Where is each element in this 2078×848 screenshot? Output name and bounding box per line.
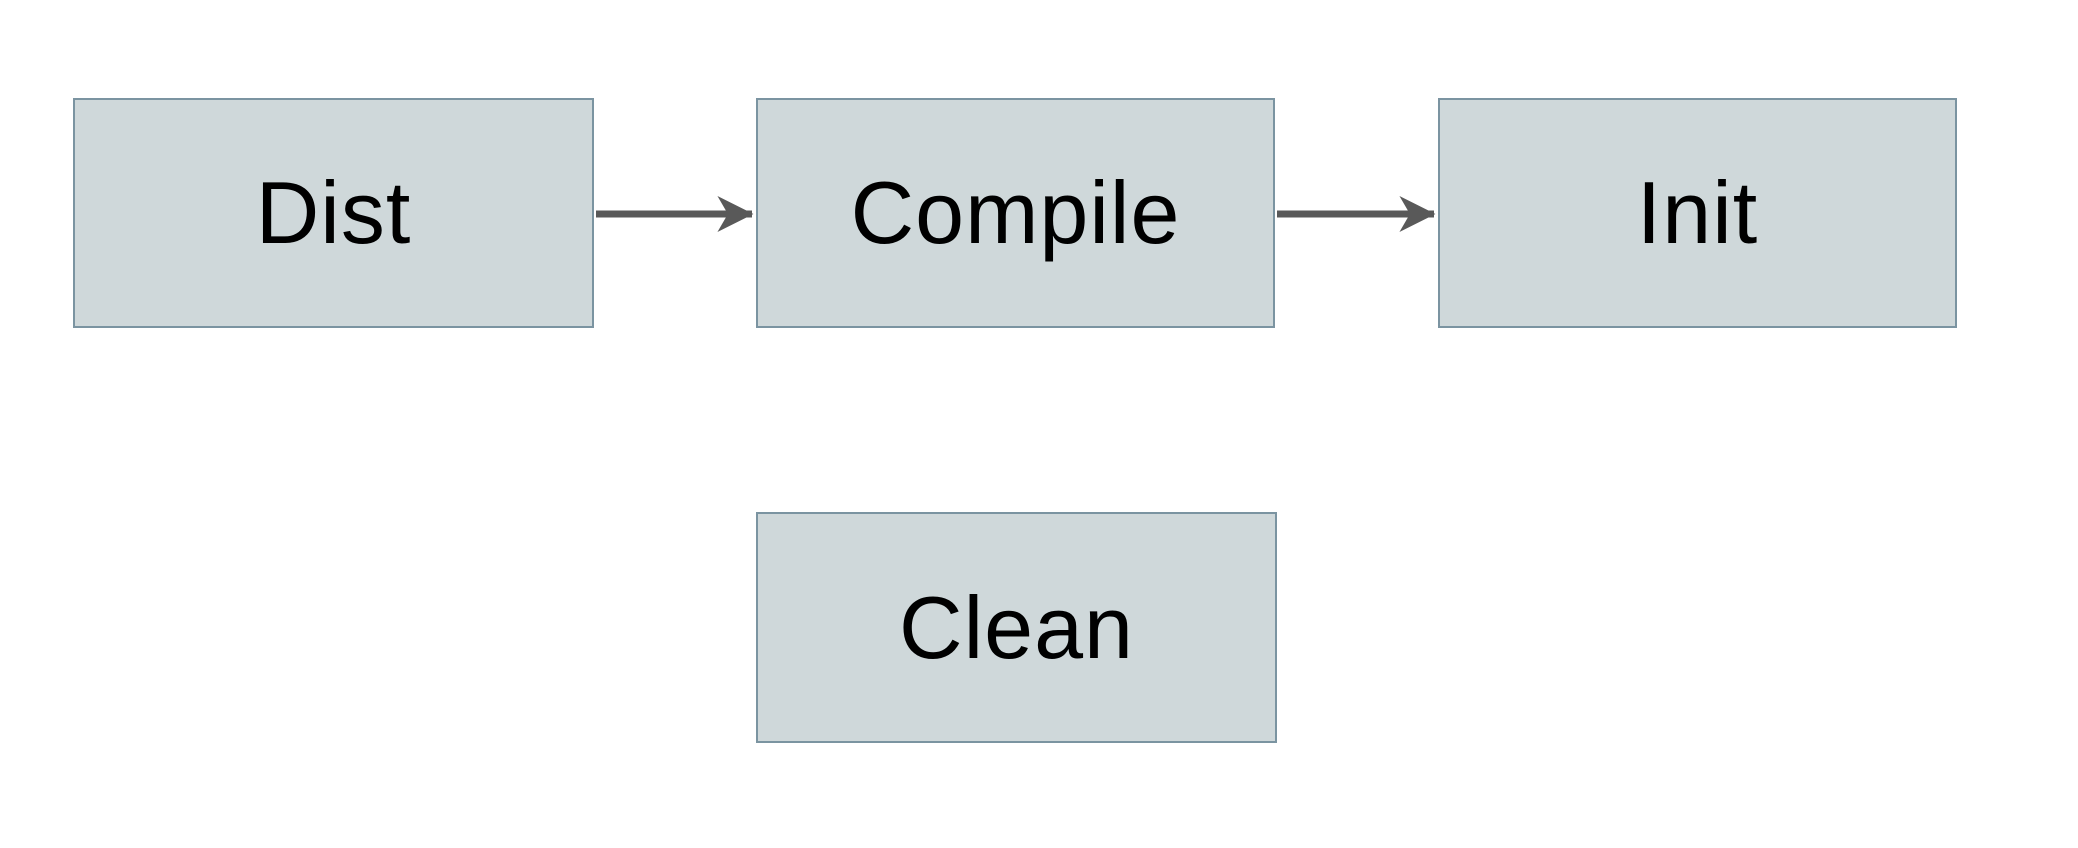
node-clean: Clean [756,512,1277,743]
node-dist-label: Dist [255,163,412,262]
node-dist: Dist [73,98,594,328]
node-init: Init [1438,98,1957,328]
node-clean-label: Clean [899,577,1134,677]
node-compile: Compile [756,98,1275,328]
node-init-label: Init [1636,163,1759,262]
node-compile-label: Compile [850,163,1181,262]
